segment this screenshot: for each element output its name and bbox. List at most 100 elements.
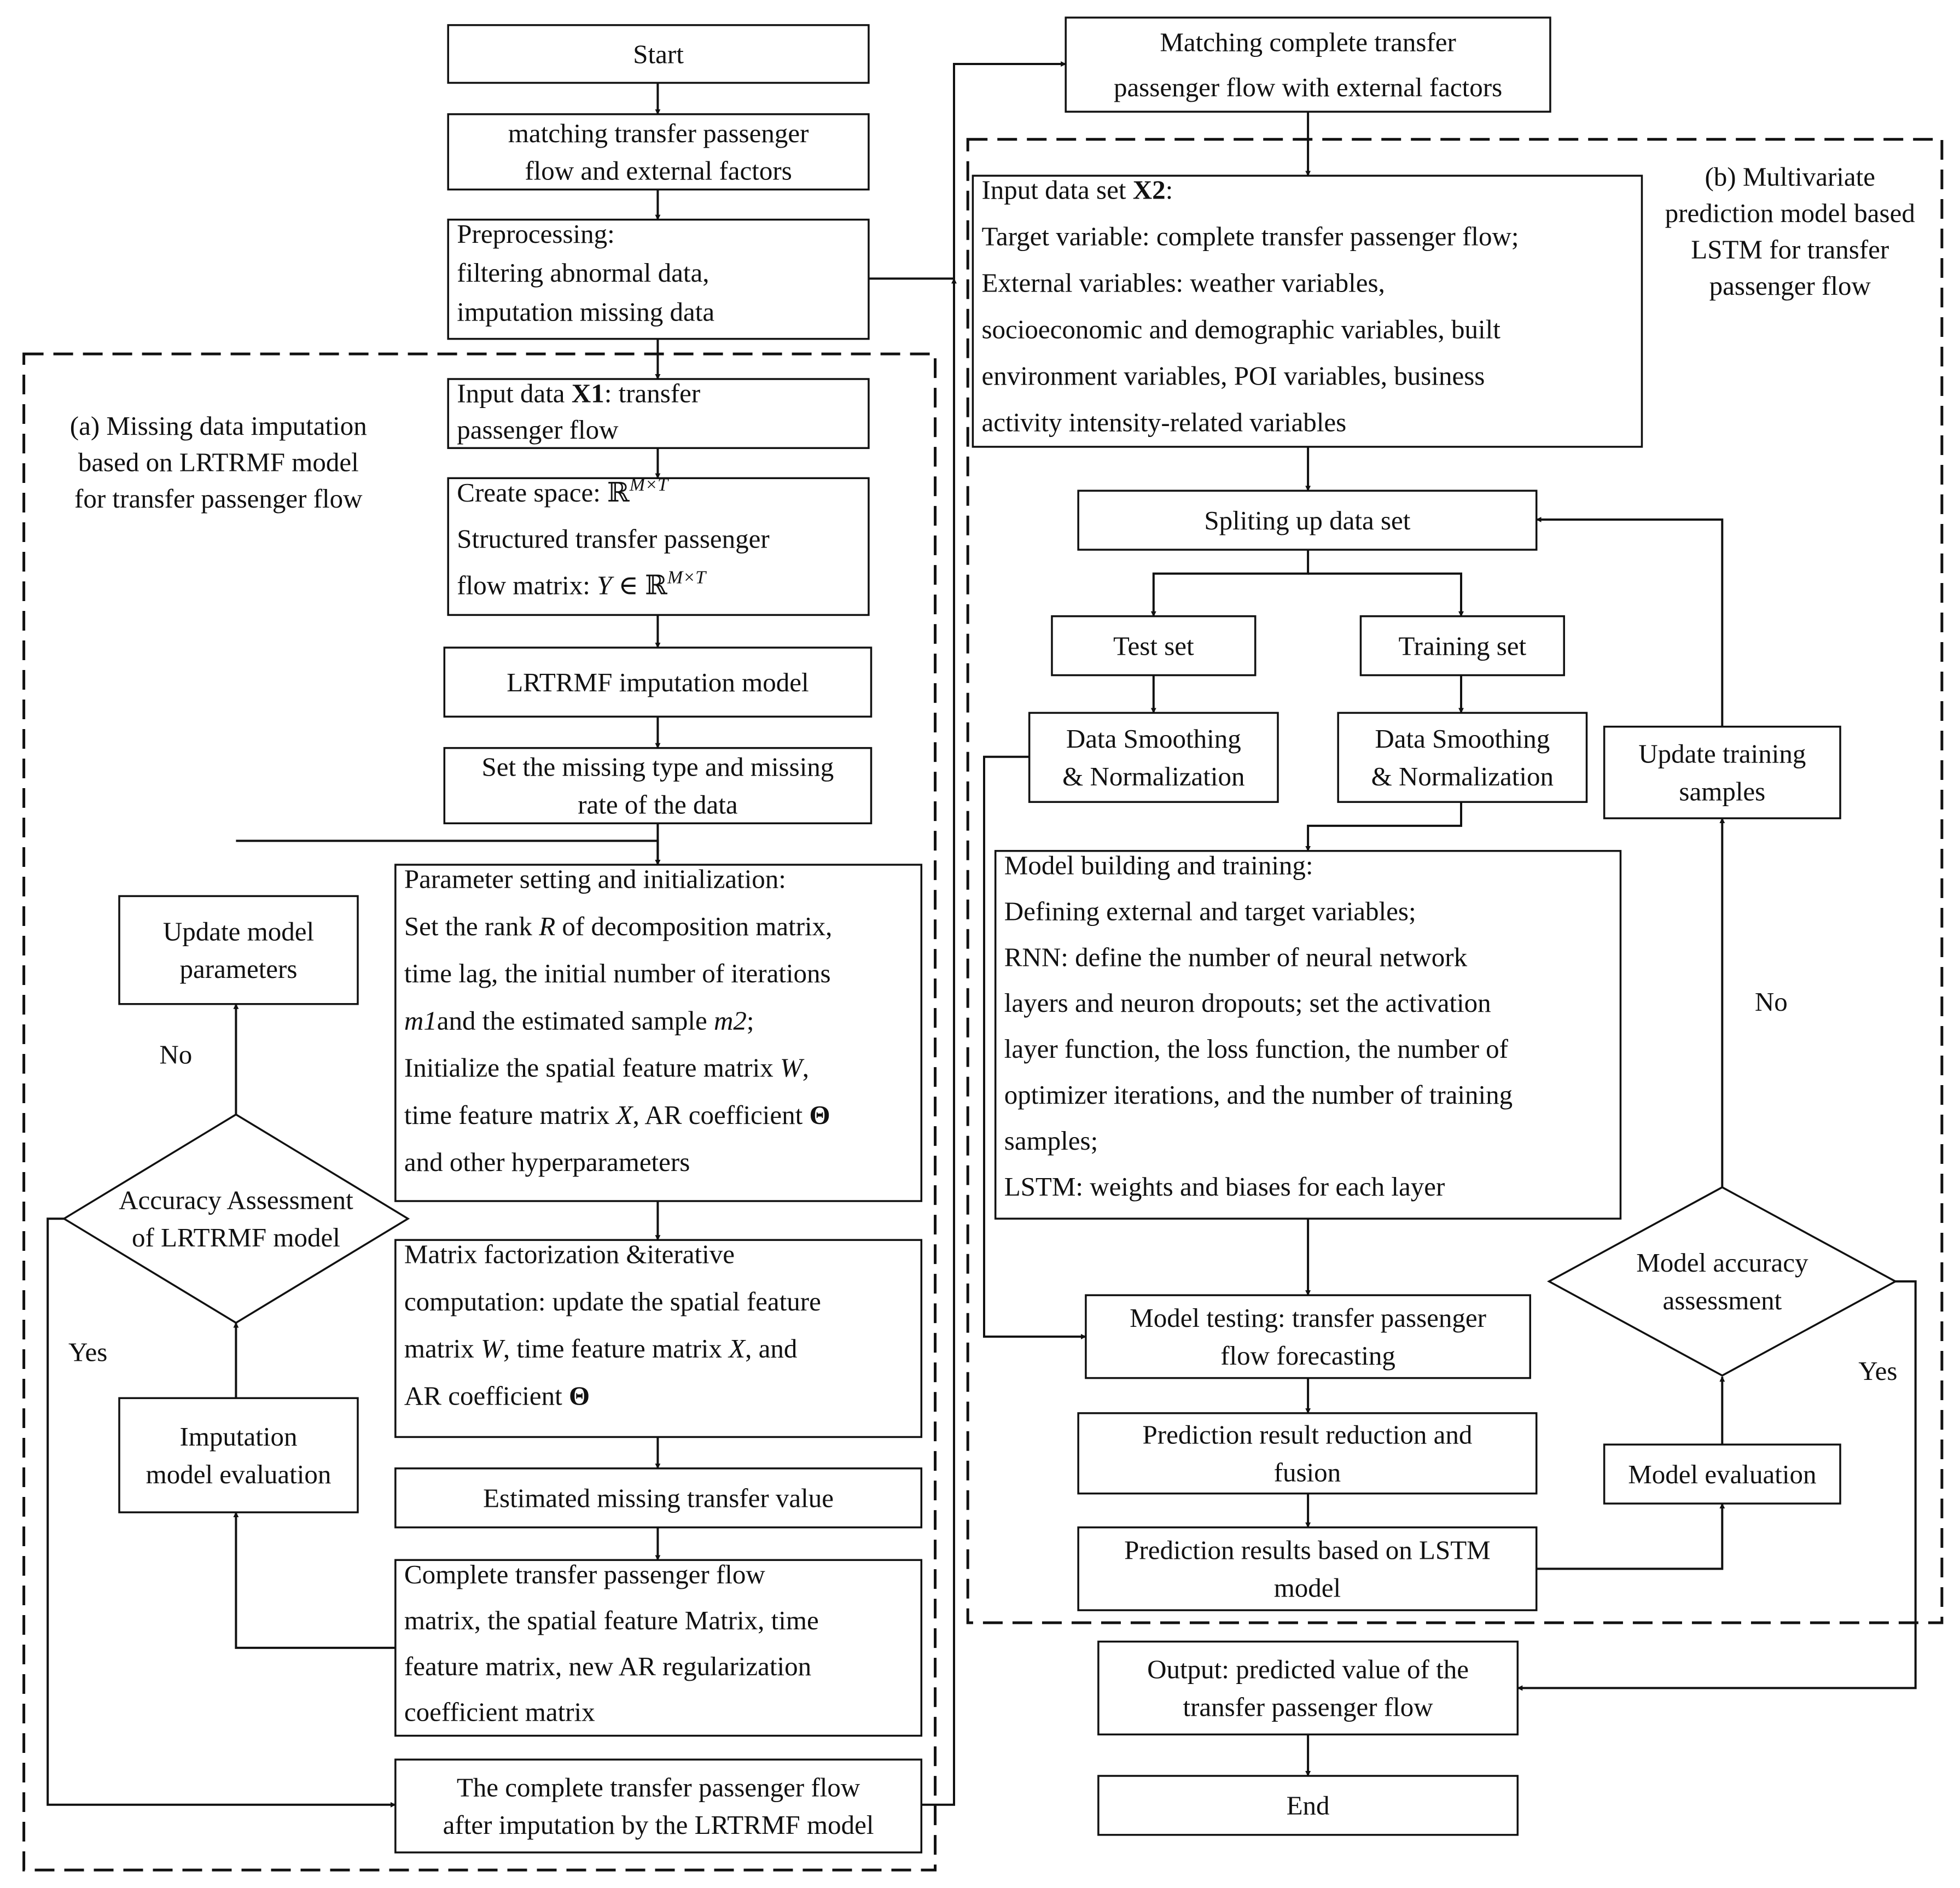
input-x2-box — [972, 174, 1643, 448]
output-line: transfer passenger flow — [1183, 1692, 1433, 1722]
yes-right-label: Yes — [1858, 1356, 1897, 1386]
preprocessing-box — [447, 218, 870, 340]
lstm-results-box — [1077, 1526, 1538, 1611]
smoothing-train-line: Data Smoothing — [1375, 724, 1550, 754]
output-box — [1097, 1640, 1519, 1736]
model-building-box — [994, 850, 1622, 1220]
model-evaluation-line: Model evaluation — [1628, 1459, 1816, 1489]
accuracy-lrtrmf-line: Accuracy Assessment — [119, 1185, 353, 1215]
param-setting-line: Initialize the spatial feature matrix W, — [404, 1053, 809, 1083]
splitting-box — [1077, 490, 1538, 551]
model-building-line: Model building and training: — [1004, 850, 1313, 880]
training-set-line: Training set — [1398, 631, 1526, 661]
set-missing-line: Set the missing type and missing — [482, 752, 834, 782]
model-accuracy-diamond — [1547, 1186, 1898, 1377]
lstm-results-line: Prediction results based on LSTM — [1124, 1535, 1491, 1565]
model-testing-line: flow forecasting — [1220, 1341, 1395, 1371]
no-right-label: No — [1755, 987, 1788, 1017]
end-line: End — [1287, 1791, 1330, 1821]
region-b-caption: passenger flow — [1709, 271, 1871, 301]
reduction-fusion-line: Prediction result reduction and — [1143, 1420, 1473, 1450]
matrix-factorization-line: AR coefficient Θ — [404, 1380, 590, 1411]
accuracy-lrtrmf-line: of LRTRMF model — [132, 1222, 340, 1252]
yes-left-label: Yes — [68, 1337, 107, 1367]
matrix-factorization-line: computation: update the spatial feature — [404, 1286, 821, 1316]
model-accuracy-line: assessment — [1662, 1285, 1782, 1315]
region-a-frame — [22, 352, 937, 1872]
region-b-caption: (b) Multivariate — [1705, 161, 1875, 191]
region-a-caption: for transfer passenger flow — [74, 483, 363, 514]
lrtrmf-model-line: LRTRMF imputation model — [507, 667, 809, 697]
matrix-factorization-box — [394, 1239, 923, 1438]
create-space-line: flow matrix: Y ∈ ℝM×T — [457, 568, 707, 601]
imputation-eval-line: model evaluation — [146, 1459, 331, 1489]
reduction-fusion-line: fusion — [1274, 1457, 1341, 1487]
param-setting-line: Parameter setting and initialization: — [404, 864, 786, 894]
update-training-line: samples — [1679, 776, 1765, 806]
region-b-frame — [966, 138, 1944, 1624]
model-building-line: Defining external and target variables; — [1004, 896, 1416, 926]
input-x2-line: External variables: weather variables, — [981, 268, 1385, 298]
flow-arrow — [1305, 802, 1462, 852]
matching-complete-line: passenger flow with external factors — [1114, 72, 1502, 102]
flow-arrow — [1308, 572, 1464, 617]
create-space-line: Structured transfer passenger — [457, 524, 769, 554]
matching-line: matching transfer passenger — [508, 118, 809, 148]
complete-flow-line: after imputation by the LRTRMF model — [443, 1810, 874, 1840]
complete-flow-line: The complete transfer passenger flow — [457, 1772, 860, 1802]
estimated-missing-box — [394, 1467, 923, 1529]
start-box — [447, 24, 870, 84]
model-testing-line: Model testing: transfer passenger — [1130, 1303, 1486, 1333]
matrix-factorization-line: matrix W, time feature matrix X, and — [404, 1333, 797, 1363]
model-building-line: layers and neuron dropouts; set the acti… — [1004, 988, 1491, 1018]
complete-matrix-line: feature matrix, new AR regularization — [404, 1651, 811, 1681]
start-line: Start — [633, 39, 684, 69]
input-x1-line: passenger flow — [457, 415, 619, 445]
test-set-box — [1051, 615, 1257, 677]
flow-arrow — [1150, 550, 1310, 617]
region-a-caption: based on LRTRMF model — [78, 447, 359, 477]
imputation-eval-line: Imputation — [179, 1421, 297, 1452]
model-building-line: samples; — [1004, 1126, 1098, 1156]
input-x2-line: Input data set X2: — [981, 175, 1173, 205]
model-testing-box — [1085, 1294, 1531, 1379]
reduction-fusion-box — [1077, 1412, 1538, 1495]
model-building-line: LSTM: weights and biases for each layer — [1004, 1172, 1445, 1202]
flow-arrow — [921, 278, 957, 1806]
region-b-caption: LSTM for transfer — [1691, 234, 1889, 264]
flow-arrow — [983, 755, 1086, 1339]
input-x1-box — [447, 378, 870, 449]
splitting-line: Spliting up data set — [1204, 505, 1410, 535]
param-setting-line: Set the rank R of decomposition matrix, — [404, 911, 832, 941]
flow-arrow — [236, 840, 661, 865]
lstm-results-line: model — [1274, 1572, 1341, 1603]
param-setting-box — [394, 864, 923, 1202]
no-left-label: No — [159, 1040, 192, 1070]
param-setting-line: m1and the estimated sample m2; — [404, 1005, 754, 1035]
matching-complete-box — [1065, 16, 1551, 113]
preprocessing-line: imputation missing data — [457, 296, 714, 327]
accuracy-lrtrmf-diamond — [62, 1113, 410, 1324]
training-set-box — [1359, 615, 1565, 677]
update-training-line: Update training — [1638, 739, 1806, 769]
input-x2-line: socioeconomic and demographic variables,… — [981, 314, 1500, 344]
flow-arrow — [1517, 1280, 1917, 1691]
set-missing-box — [443, 747, 873, 825]
complete-flow-box — [394, 1758, 923, 1854]
model-evaluation-box — [1603, 1443, 1841, 1505]
estimated-missing-line: Estimated missing transfer value — [483, 1483, 834, 1513]
create-space-line: Create space: ℝM×T — [457, 475, 669, 508]
matching-box — [447, 113, 870, 191]
complete-matrix-line: coefficient matrix — [404, 1697, 595, 1727]
complete-matrix-line: Complete transfer passenger flow — [404, 1559, 766, 1589]
input-x2-line: Target variable: complete transfer passe… — [981, 222, 1519, 252]
input-x2-line: activity intensity-related variables — [981, 407, 1346, 437]
smoothing-train-box — [1337, 712, 1588, 803]
test-set-line: Test set — [1113, 631, 1194, 661]
param-setting-line: time feature matrix X, AR coefficient Θ — [404, 1100, 830, 1130]
region-b-caption: prediction model based — [1665, 198, 1915, 228]
smoothing-test-line: & Normalization — [1062, 761, 1244, 791]
set-missing-line: rate of the data — [578, 790, 738, 820]
flow-arrow — [233, 1512, 396, 1649]
